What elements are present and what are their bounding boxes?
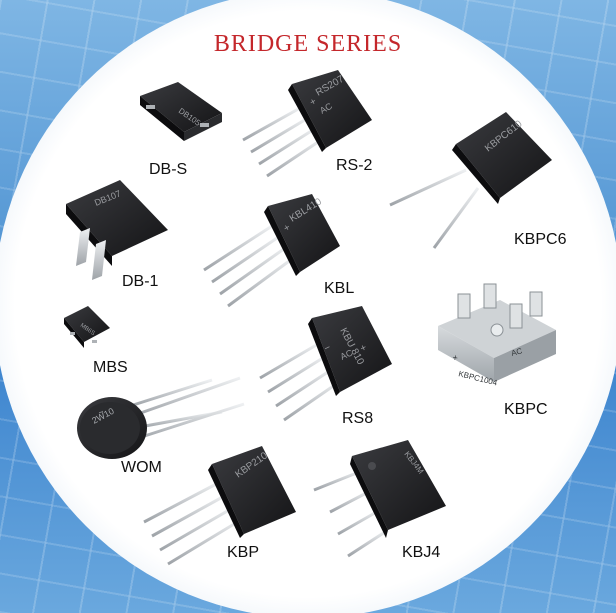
rs8-package: KBU 810 − AC +	[259, 306, 392, 422]
db1-package: DB107	[66, 180, 168, 280]
svg-text:+: +	[452, 352, 459, 363]
svg-text:+: +	[282, 222, 293, 235]
kbp-package: KBP210	[143, 446, 296, 566]
label-rs2: RS-2	[336, 157, 373, 174]
label-rs8: RS8	[342, 410, 374, 427]
label-kbpc6: KBPC6	[514, 231, 567, 248]
rs2-package: RS207 + AC	[242, 70, 372, 178]
dbs-package: DB105	[140, 82, 222, 141]
svg-text:−: −	[323, 342, 333, 355]
mbs-package: MB6S	[64, 306, 110, 348]
label-wom: WOM	[121, 459, 162, 476]
svg-text:+: +	[308, 96, 319, 109]
label-kbj4: KBJ4	[402, 544, 441, 561]
label-mbs: MBS	[93, 359, 128, 376]
label-kbl: KBL	[324, 280, 355, 297]
svg-text:+: +	[359, 342, 369, 355]
label-kbp: KBP	[227, 544, 260, 561]
kbpc6-package: KBPC610	[389, 112, 552, 249]
wom-package: 2W10 ~	[77, 376, 245, 459]
kbj4-package: KBJ4M	[313, 440, 446, 558]
poster-title: BRIDGE SERIES	[213, 31, 403, 57]
label-kbpc: KBPC	[504, 401, 548, 418]
kbl-package: KBL410 +	[203, 194, 340, 308]
label-dbs: DB-S	[149, 161, 188, 178]
svg-text:AC: AC	[339, 347, 355, 362]
svg-text:AC: AC	[510, 346, 523, 358]
label-db1: DB-1	[122, 273, 159, 290]
svg-text:~: ~	[96, 406, 105, 417]
kbpc-package: + AC KBPC1004	[438, 283, 556, 388]
